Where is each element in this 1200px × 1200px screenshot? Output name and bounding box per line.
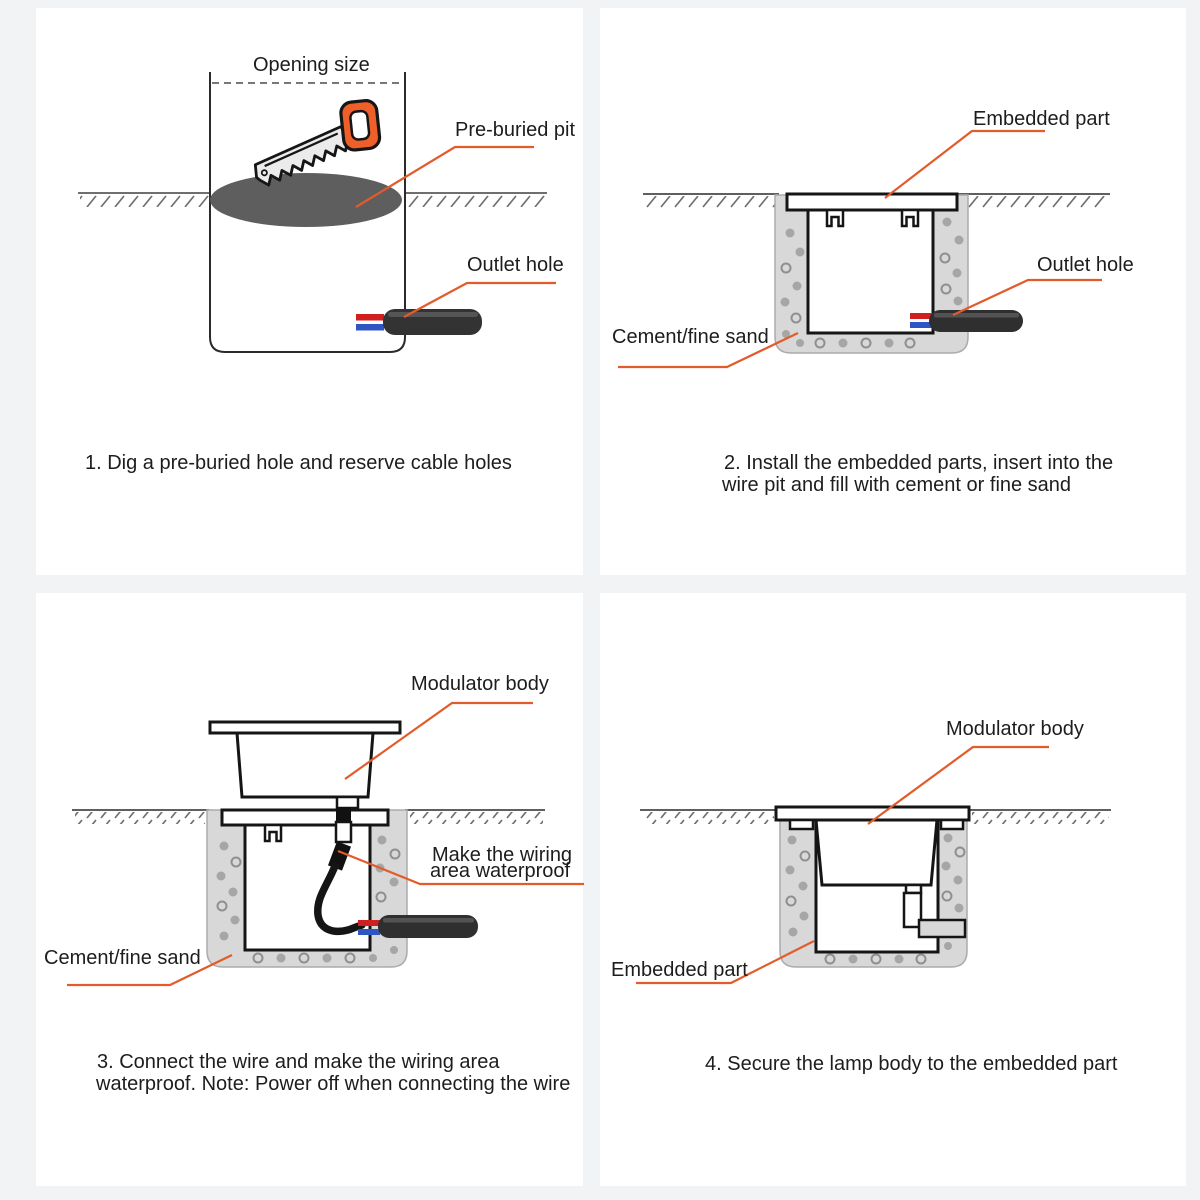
blue-wire [358,929,380,935]
wire-curve [314,862,366,936]
caption-step-4: 4. Secure the lamp body to the embedded … [705,1053,1118,1075]
blue-wire [356,324,384,331]
modulator-body [814,818,939,887]
connector-stub [335,795,360,810]
cable [358,915,478,938]
concrete-dots [785,833,966,965]
pit-opening [210,173,402,227]
panel-backgrounds [36,8,1186,1186]
caption-step-2-line-1: 2. Install the embedded parts, insert in… [724,452,1113,474]
blue-wire [910,322,934,328]
panel-4-secure-lamp: Modulator body Embedded part 4. Secure t… [611,718,1118,1075]
leader-cement-fine-sand [67,954,233,987]
label-modulator-body: Modulator body [411,673,549,695]
label-embedded-part: Embedded part [611,959,748,981]
label-waterproof-line-1: Make the wiring [432,844,572,866]
panel-2-install-embedded-part: Embedded part Outlet hole Cement/fine sa… [612,108,1134,496]
clip-slot-right [939,818,965,831]
ground-line [640,809,1111,824]
clip-right [900,208,920,228]
leader-waterproof [337,849,584,886]
red-wire [358,920,380,926]
caption-step-3-line-1: 3. Connect the wire and make the wiring … [97,1051,500,1073]
leader-cement-fine-sand [618,332,799,369]
label-outlet-hole: Outlet hole [467,254,564,276]
embedded-part-flange [220,808,390,827]
clip-slot-left [788,818,815,831]
saw-icon [253,99,382,187]
leader-modulator-body [867,745,1049,825]
embedded-part-flange [774,805,971,822]
ground-line [643,193,1110,208]
leader-embedded-part [636,940,815,985]
elbow-conduit [902,883,967,939]
pre-buried-pit-outline [209,72,406,353]
embedded-part-flange [785,192,959,212]
label-pre-buried-pit: Pre-buried pit [455,119,576,141]
label-opening-size: Opening size [253,54,370,76]
leader-outlet-hole [952,278,1102,316]
leader-modulator-body [344,701,533,780]
label-cement-fine-sand: Cement/fine sand [44,947,201,969]
leader-embedded-part [884,129,1045,199]
clip-left [263,823,283,843]
panel-1-dig-pit: Opening size Pre-buried pit Outlet hole … [78,54,576,474]
wiring [314,807,366,936]
label-modulator-body: Modulator body [946,718,1084,740]
concrete-dots [216,835,401,964]
leader-pre-buried-pit [355,145,534,208]
ground-line [78,192,547,207]
clip-left [825,208,845,228]
label-embedded-part: Embedded part [973,108,1110,130]
concrete-dots [780,217,964,349]
panel-3-connect-wire: Modulator body Make the wiring area wate… [44,673,584,1095]
caption-step-3-line-2: waterproof. Note: Power off when connect… [95,1073,570,1095]
label-outlet-hole: Outlet hole [1037,254,1134,276]
red-wire [910,313,934,319]
ground-line [72,809,545,824]
label-cement-fine-sand: Cement/fine sand [612,326,769,348]
red-wire [356,314,384,321]
wire-pit [806,208,935,335]
leader-outlet-hole [403,281,556,318]
caption-step-1: 1. Dig a pre-buried hole and reserve cab… [85,452,512,474]
modulator-body [208,720,402,810]
caption-step-2-line-2: wire pit and fill with cement or fine sa… [721,474,1071,496]
label-waterproof-line-2: area waterproof [430,860,571,882]
